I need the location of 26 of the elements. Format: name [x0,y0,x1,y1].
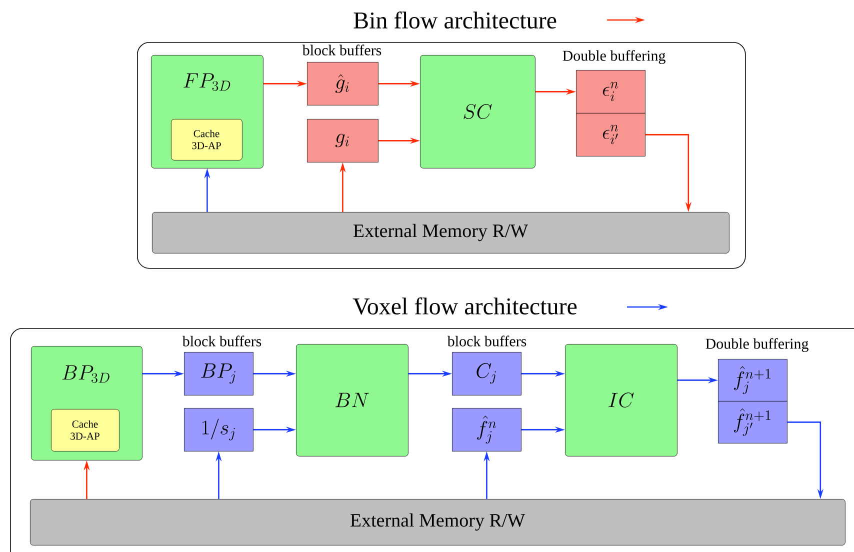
memory-bar: External Memory R/W [30,499,846,546]
buffer-box: $g_i$ [307,119,378,162]
buffer-box: $C_j$ [452,352,522,396]
cache-box: Cache 3D-AP [51,409,120,452]
text-label: block buffers [447,336,526,346]
legend-title: Voxel flow architecture [352,297,577,315]
processor-box: $SC$ [420,55,536,168]
legend-title: Bin flow architecture [354,11,556,29]
buffer-box: $1/s_j$ [184,408,254,452]
processor-box: $BN$ [296,344,408,456]
text-label: block buffers [182,336,262,346]
text-label: block buffers [302,44,382,56]
memory-bar: External Memory R/W [152,212,730,254]
buffer-box: $\hat{f}_j^{n+1}$ [718,359,788,402]
buffer-box: $\hat{f}_j^n$ [452,408,522,452]
processor-box: $IC$ [565,344,678,456]
panel-frame [137,42,746,269]
panel-frame [10,328,854,552]
buffer-box: $\epsilon_i^n$ [576,70,646,114]
cache-box: Cache 3D-AP [171,119,242,160]
buffer-box: $\epsilon_{i'}^n$ [576,113,646,156]
buffer-box: $BP_j$ [184,352,254,396]
text-label: Double buffering [562,50,666,64]
buffer-box: $\hat{g}_i$ [307,62,378,106]
text-label: Double buffering [706,338,808,352]
buffer-box: $\hat{f}_{j'}^{n+1}$ [718,401,788,444]
